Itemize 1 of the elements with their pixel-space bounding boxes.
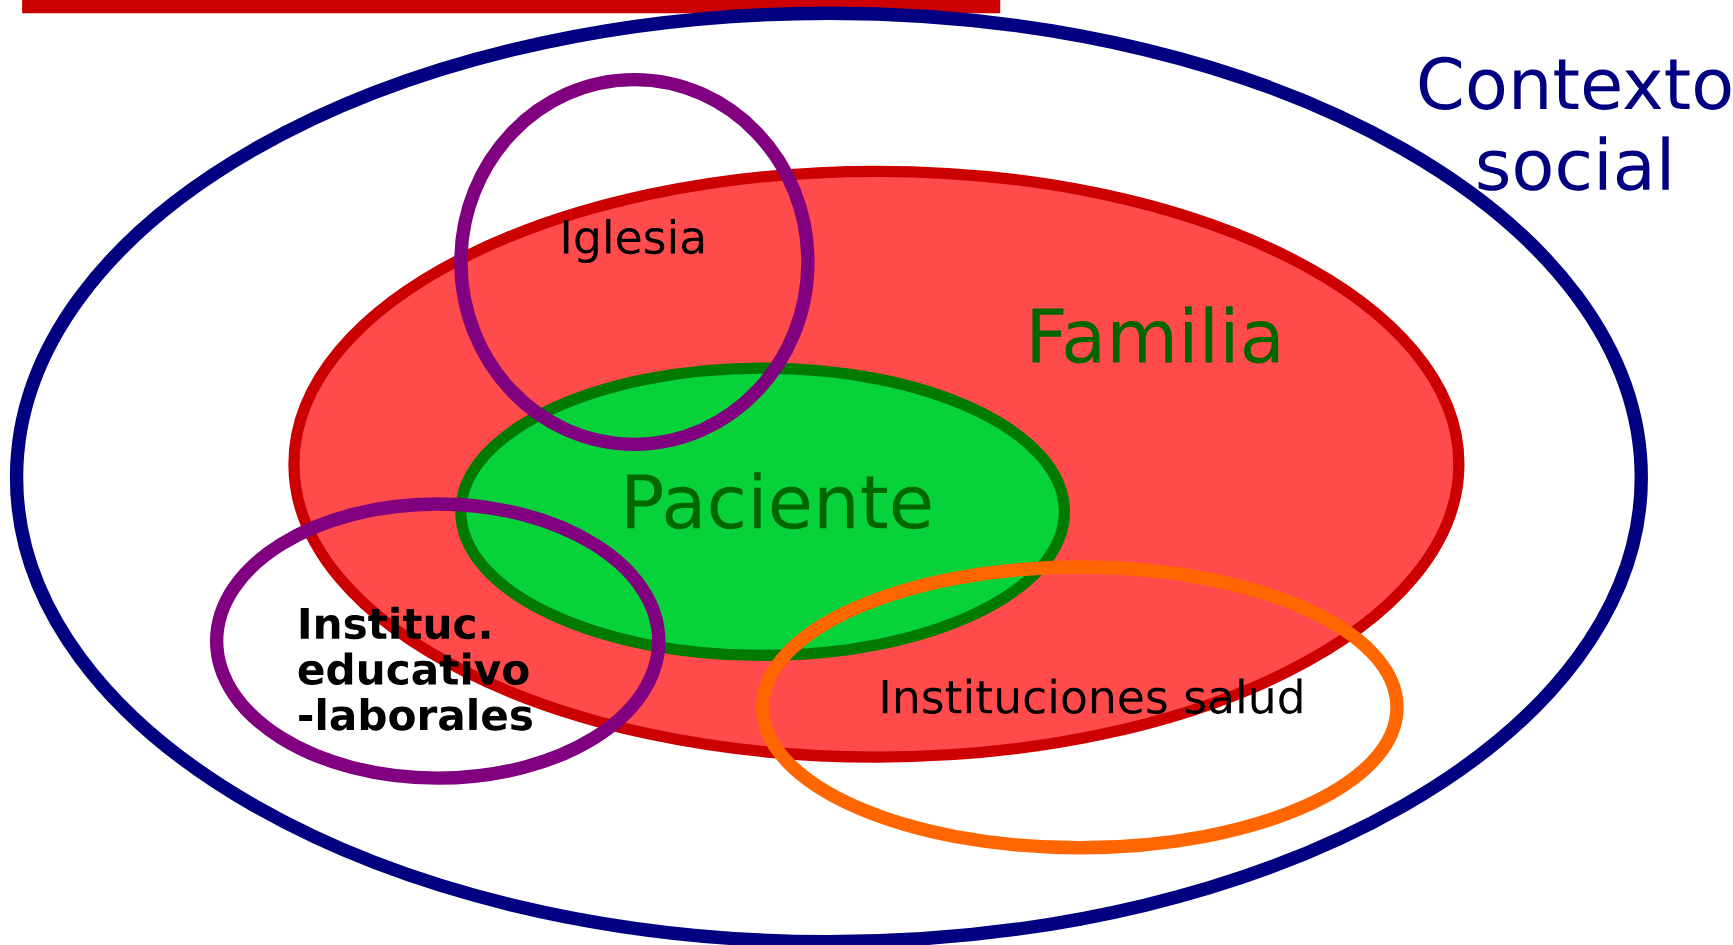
label: Contexto social	[1419, 56, 1731, 191]
